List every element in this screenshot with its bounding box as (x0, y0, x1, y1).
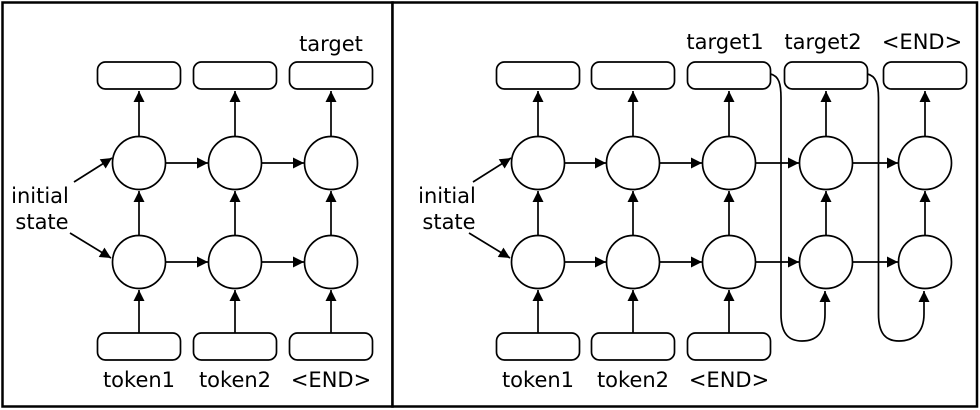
left-arrow-initial-state-top (73, 157, 113, 183)
left-hidden-node-bottom-3 (303, 234, 359, 290)
left-input-box-3 (288, 332, 374, 361)
left-token1-label: token1 (103, 368, 175, 392)
right-target1-label: target1 (686, 30, 763, 54)
left-target-label: target (299, 32, 363, 56)
left-hidden-node-bottom-1 (111, 234, 167, 290)
right-input-box-1 (495, 332, 581, 361)
right-input-box-2 (590, 332, 676, 361)
left-end-label: <END> (291, 368, 371, 392)
right-panel-border (391, 1, 979, 408)
left-input-box-2 (192, 332, 278, 361)
right-feedback-curve-target2-to-step5 (867, 73, 930, 342)
right-hidden-node-top-3 (701, 135, 757, 191)
left-hidden-node-bottom-2 (207, 234, 263, 290)
left-input-box-1 (96, 332, 182, 361)
right-hidden-node-top-2 (605, 135, 661, 191)
left-panel: target token1 token2 <END> initial state (1, 1, 394, 408)
right-hidden-node-bottom-1 (510, 234, 566, 290)
left-initial-state-label: initial (11, 184, 69, 208)
right-token1-label: token1 (502, 368, 574, 392)
right-hidden-node-top-4 (798, 135, 854, 191)
right-hidden-node-top-1 (510, 135, 566, 191)
right-output-box-2 (590, 61, 676, 90)
right-feedback-curve-target1-to-step4 (770, 73, 831, 342)
right-output-box-3 (686, 61, 772, 90)
right-initial-state-label: state (422, 210, 475, 234)
right-output-box-4 (783, 61, 869, 90)
right-arrow-initial-state-top (472, 157, 512, 183)
right-output-box-5 (882, 61, 968, 90)
left-output-box-3 (288, 61, 374, 90)
right-hidden-node-bottom-2 (605, 234, 661, 290)
left-output-box-2 (192, 61, 278, 90)
right-initial-state-label: initial (418, 184, 476, 208)
left-hidden-node-top-2 (207, 135, 263, 191)
right-hidden-node-bottom-3 (701, 234, 757, 290)
right-hidden-node-bottom-4 (798, 234, 854, 290)
left-arrow-initial-state-bottom (69, 232, 112, 259)
left-hidden-node-top-3 (303, 135, 359, 191)
right-arrow-initial-state-bottom (468, 232, 511, 259)
right-end-input-label: <END> (689, 368, 769, 392)
right-hidden-node-top-5 (897, 135, 953, 191)
right-input-box-3 (686, 332, 772, 361)
right-end-output-label: <END> (882, 30, 962, 54)
right-output-box-1 (495, 61, 581, 90)
left-initial-state-label: state (15, 210, 68, 234)
right-panel: target1 target2 <END> token1 token2 <END… (391, 1, 979, 408)
right-token2-label: token2 (597, 368, 669, 392)
left-hidden-node-top-1 (111, 135, 167, 191)
left-output-box-1 (96, 61, 182, 90)
left-token2-label: token2 (199, 368, 271, 392)
right-target2-label: target2 (784, 30, 861, 54)
right-hidden-node-bottom-5 (897, 234, 953, 290)
